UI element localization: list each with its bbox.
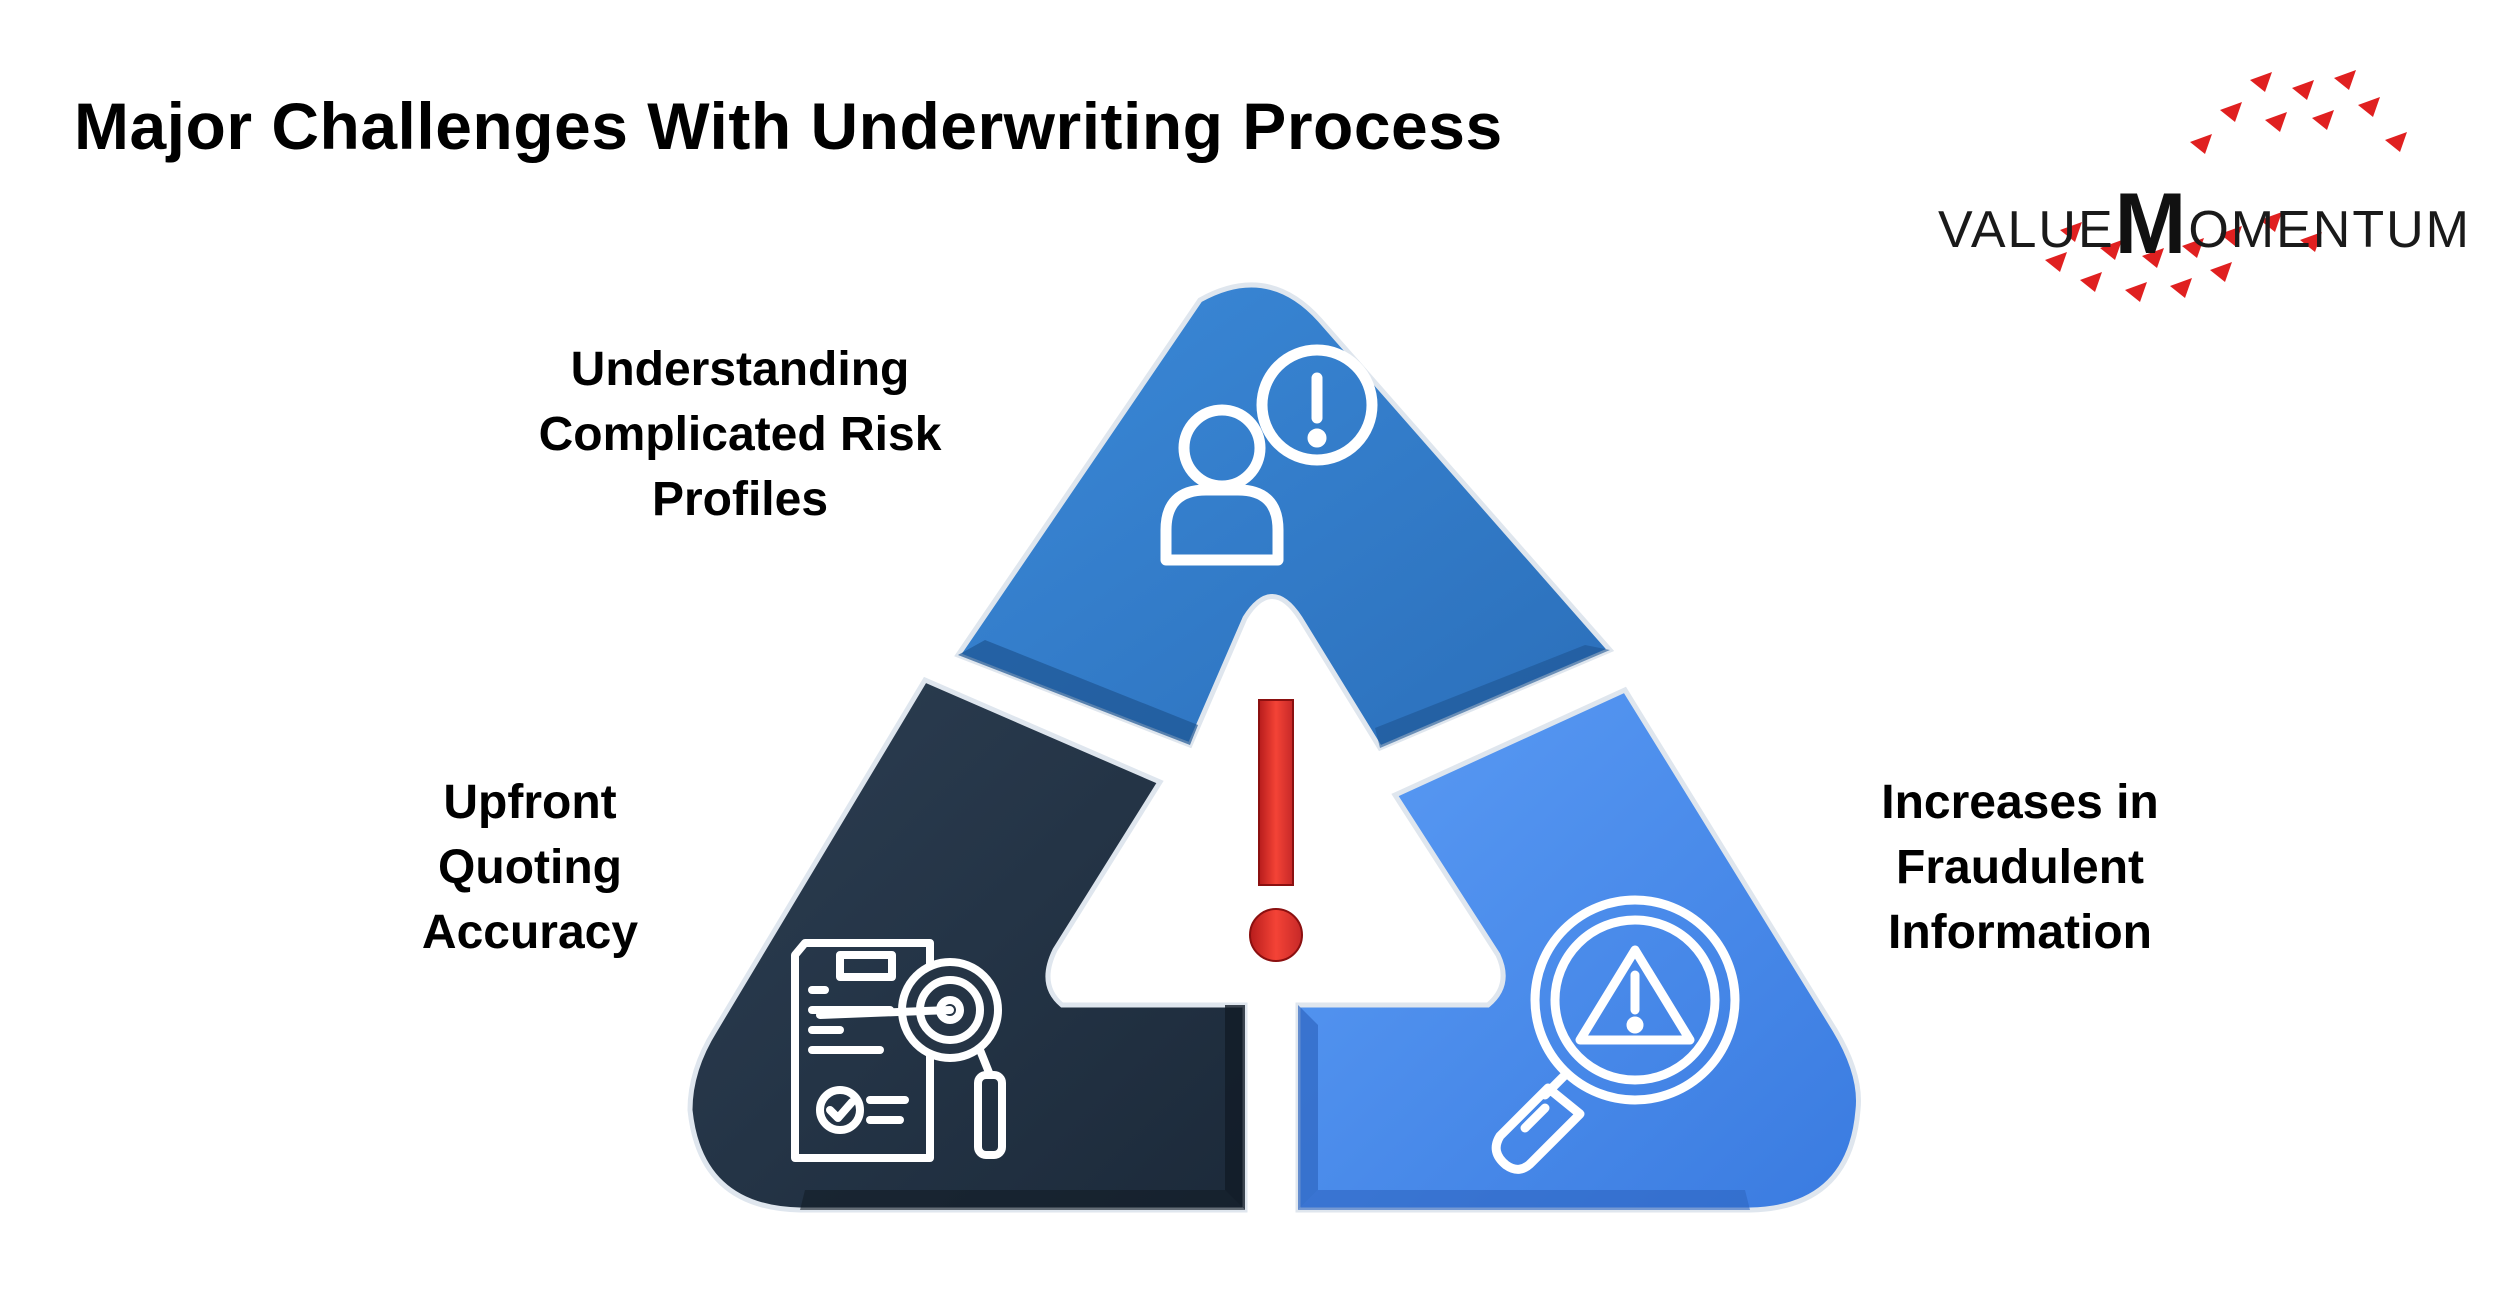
segment-top [954,282,1615,752]
page-title: Major Challenges With Underwriting Proce… [74,89,1503,163]
segment-left [687,676,1248,1213]
logo-wordmark: VALUEMOMENTUM [1938,175,2471,274]
exclamation-icon [1249,699,1303,962]
document-target-icon [791,939,1006,1162]
search-warning-icon [1491,895,1740,1174]
user-alert-icon [1160,344,1378,566]
logo-text-m: M [2114,176,2189,272]
logo-arrows-icon [2045,70,2407,302]
label-fraudulent-information: Increases in Fraudulent Information [1881,776,2159,959]
logo-text-value: VALUE [1938,201,2115,259]
label-risk-profiles: Understanding Complicated Risk Profiles [538,343,942,526]
company-logo: VALUEMOMENTUM [1920,70,2469,330]
logo-text-momentum: OMENTUM [2188,201,2471,259]
label-quoting-accuracy: Upfront Quoting Accuracy [421,776,639,959]
